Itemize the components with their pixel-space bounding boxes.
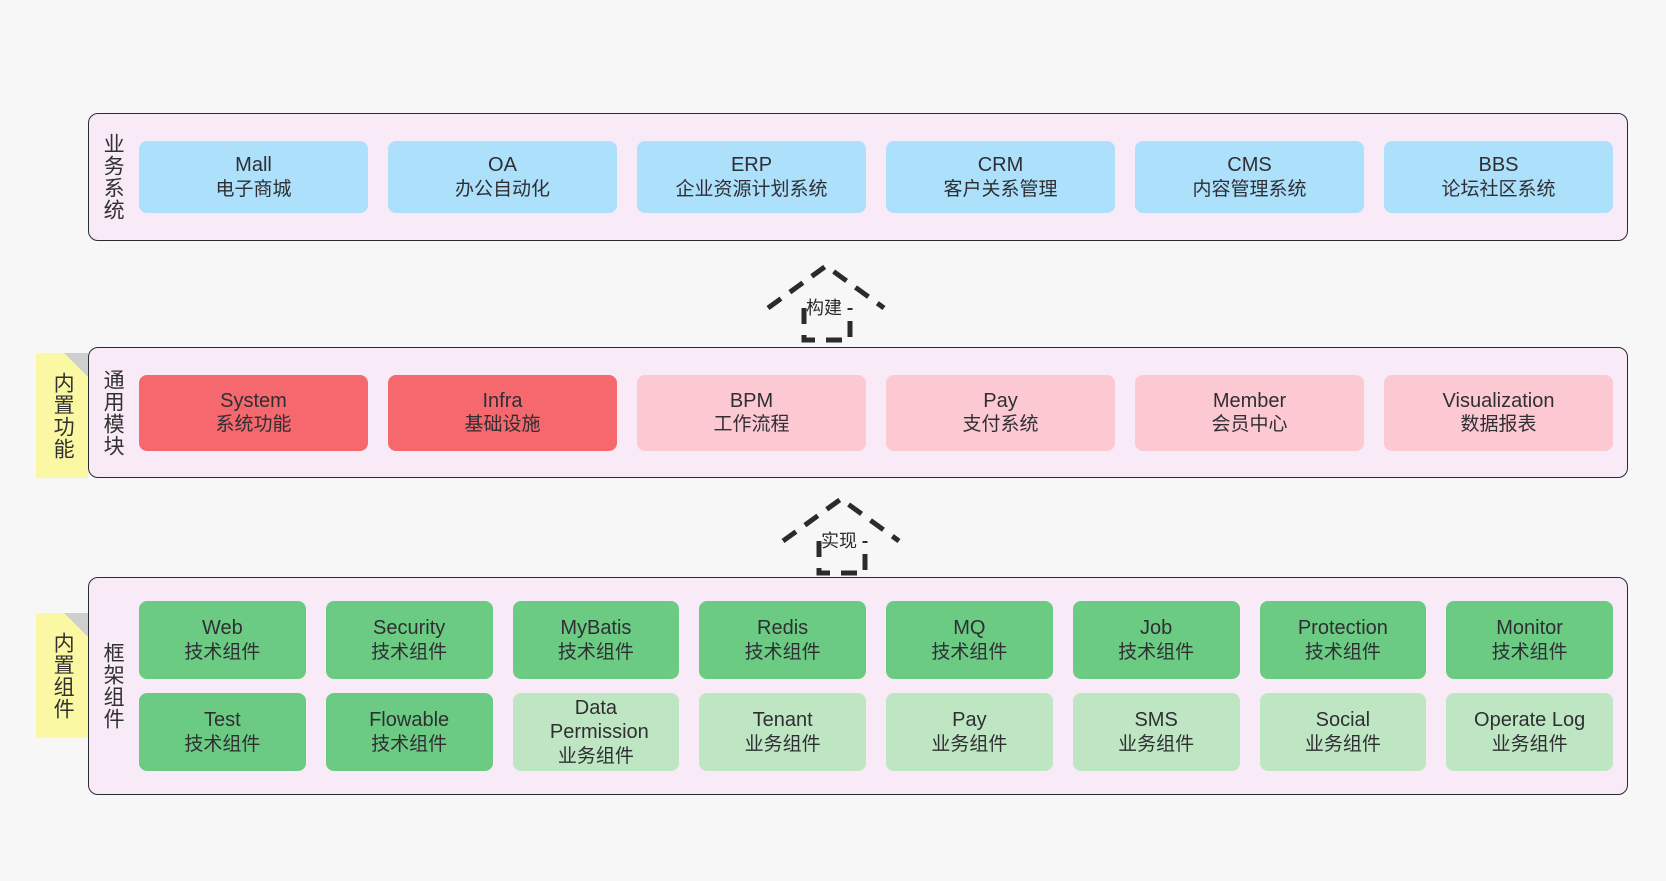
dashed-hollow-arrow-up-icon [766, 262, 886, 343]
node-pay-business[interactable]: Pay 业务组件 [886, 693, 1053, 771]
node-row: Mall 电子商城 OA 办公自动化 ERP 企业资源计划系统 CRM 客户关系… [139, 141, 1613, 213]
layer-title-business-system: 业务系统 [101, 133, 125, 221]
layer-body-business-system: Mall 电子商城 OA 办公自动化 ERP 企业资源计划系统 CRM 客户关系… [135, 114, 1627, 240]
node-mybatis[interactable]: MyBatis 技术组件 [512, 601, 680, 679]
connector-implement: 实现 [775, 495, 925, 576]
layer-title-framework-component: 框架组件 [101, 642, 125, 730]
layer-common-module: 通用模块 System 系统功能 Infra 基础设施 BPM 工作流程 Pay… [88, 347, 1628, 478]
node-social[interactable]: Social 业务组件 [1259, 693, 1427, 771]
note-builtin-function-label: 内置功能 [51, 371, 75, 460]
node-monitor[interactable]: Monitor 技术组件 [1446, 601, 1613, 679]
node-row: System 系统功能 Infra 基础设施 BPM 工作流程 Pay 支付系统… [139, 374, 1613, 451]
node-infra[interactable]: Infra 基础设施 [388, 374, 617, 451]
layer-title-common-module: 通用模块 [101, 368, 125, 457]
layer-framework-component: 框架组件 Web 技术组件 Security 技术组件 MyBatis 技术组件… [88, 577, 1628, 795]
connector-build: 构建 [760, 262, 910, 343]
layer-business-system: 业务系统 Mall 电子商城 OA 办公自动化 ERP 企业资源计划系统 CRM… [88, 113, 1628, 241]
layer-body-common-module: System 系统功能 Infra 基础设施 BPM 工作流程 Pay 支付系统… [135, 348, 1627, 477]
note-fold-corner-icon [64, 613, 88, 637]
node-member[interactable]: Member 会员中心 [1135, 374, 1364, 451]
node-system[interactable]: System 系统功能 [139, 374, 368, 451]
node-protection[interactable]: Protection 技术组件 [1259, 601, 1427, 679]
node-redis[interactable]: Redis 技术组件 [699, 601, 866, 679]
node-erp[interactable]: ERP 企业资源计划系统 [637, 141, 866, 213]
node-test[interactable]: Test 技术组件 [139, 693, 306, 771]
node-security[interactable]: Security 技术组件 [325, 601, 493, 679]
note-builtin-component: 内置组件 [36, 613, 88, 738]
node-operate-log[interactable]: Operate Log 业务组件 [1446, 693, 1613, 771]
layer-body-framework-component: Web 技术组件 Security 技术组件 MyBatis 技术组件 Redi… [135, 578, 1627, 794]
node-flowable[interactable]: Flowable 技术组件 [325, 693, 493, 771]
node-job[interactable]: Job 技术组件 [1072, 601, 1240, 679]
note-builtin-component-label: 内置组件 [51, 631, 75, 720]
node-bbs[interactable]: BBS 论坛社区系统 [1384, 141, 1613, 213]
node-visualization[interactable]: Visualization 数据报表 [1384, 374, 1613, 451]
note-builtin-function: 内置功能 [36, 353, 88, 478]
node-bpm[interactable]: BPM 工作流程 [637, 374, 866, 451]
node-row: Web 技术组件 Security 技术组件 MyBatis 技术组件 Redi… [139, 601, 1613, 679]
node-tenant[interactable]: Tenant 业务组件 [699, 693, 866, 771]
connector-implement-label: 实现 [821, 531, 857, 551]
node-crm[interactable]: CRM 客户关系管理 [886, 141, 1115, 213]
connector-build-label: 构建 [806, 298, 842, 318]
node-mq[interactable]: MQ 技术组件 [886, 601, 1053, 679]
node-sms[interactable]: SMS 业务组件 [1072, 693, 1240, 771]
node-pay[interactable]: Pay 支付系统 [886, 374, 1115, 451]
node-row: Test 技术组件 Flowable 技术组件 Data Permission … [139, 693, 1613, 771]
node-web[interactable]: Web 技术组件 [139, 601, 306, 679]
node-oa[interactable]: OA 办公自动化 [388, 141, 617, 213]
node-data-permission[interactable]: Data Permission 业务组件 [512, 693, 680, 771]
note-fold-corner-icon [64, 353, 88, 377]
dashed-hollow-arrow-up-icon [781, 495, 901, 576]
node-cms[interactable]: CMS 内容管理系统 [1135, 141, 1364, 213]
node-mall[interactable]: Mall 电子商城 [139, 141, 368, 213]
